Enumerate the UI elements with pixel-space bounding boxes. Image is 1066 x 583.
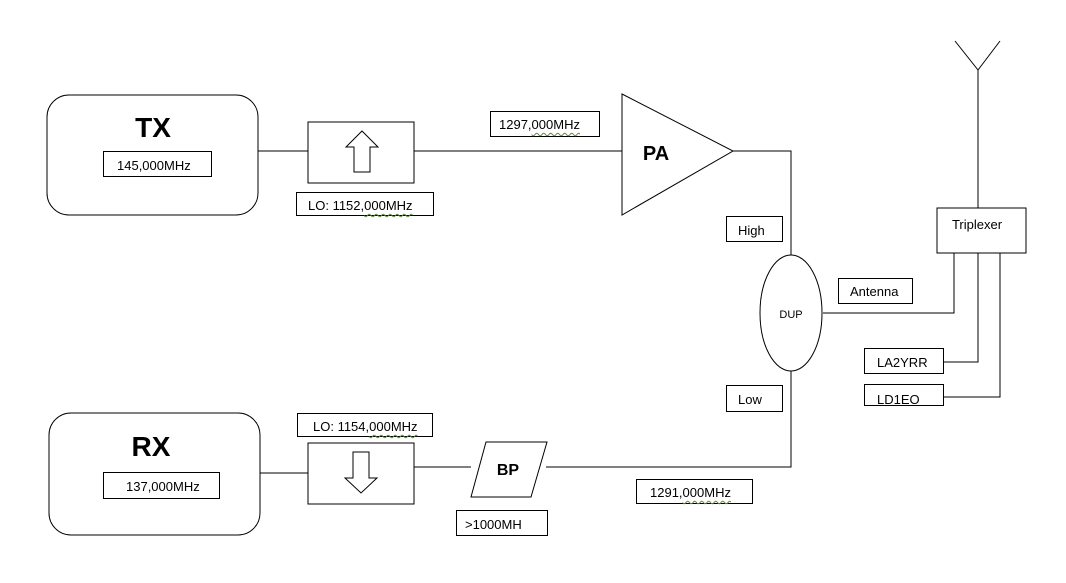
rx-in-freq-label: 1291,000MHz: [636, 479, 753, 504]
antenna-label: Antenna: [838, 278, 913, 304]
bp-note-label: >1000MH: [456, 510, 548, 536]
up-arrow-icon: [344, 130, 380, 173]
pa-label: PA: [643, 143, 669, 165]
down-arrow-icon: [343, 451, 379, 494]
tx-title: TX: [135, 112, 171, 143]
wire-port1: [944, 253, 979, 363]
wire-dup-bp: [546, 371, 792, 468]
pa-amplifier: [621, 93, 735, 216]
tx-lo-label: LO: 1152,000MHz: [296, 192, 434, 216]
dup-label: DUP: [779, 309, 802, 321]
port-la2yrr-label: LA2YRR: [864, 348, 944, 374]
rx-freq-label: 137,000MHz: [103, 472, 220, 499]
duplexer: [759, 254, 823, 372]
tx-freq-label: 145,000MHz: [103, 151, 212, 177]
rx-title: RX: [132, 431, 171, 462]
high-label: High: [726, 216, 783, 242]
tx-out-freq-label: 1297,000MHz: [490, 111, 600, 137]
rx-lo-label: LO: 1154,000MHz: [297, 413, 433, 437]
triplexer-block: [936, 207, 1027, 254]
bp-label: BP: [497, 462, 520, 479]
low-label: Low: [726, 385, 783, 412]
wire-dup-triplexer: [823, 253, 955, 314]
wire-pa-dup: [733, 150, 792, 256]
triplexer-label: Triplexer: [952, 217, 1003, 232]
antenna-icon: [954, 40, 1001, 71]
port-ld1eo-label: LD1EO: [864, 384, 944, 406]
wire-port2: [944, 253, 1001, 398]
bp-filter: [470, 441, 548, 498]
